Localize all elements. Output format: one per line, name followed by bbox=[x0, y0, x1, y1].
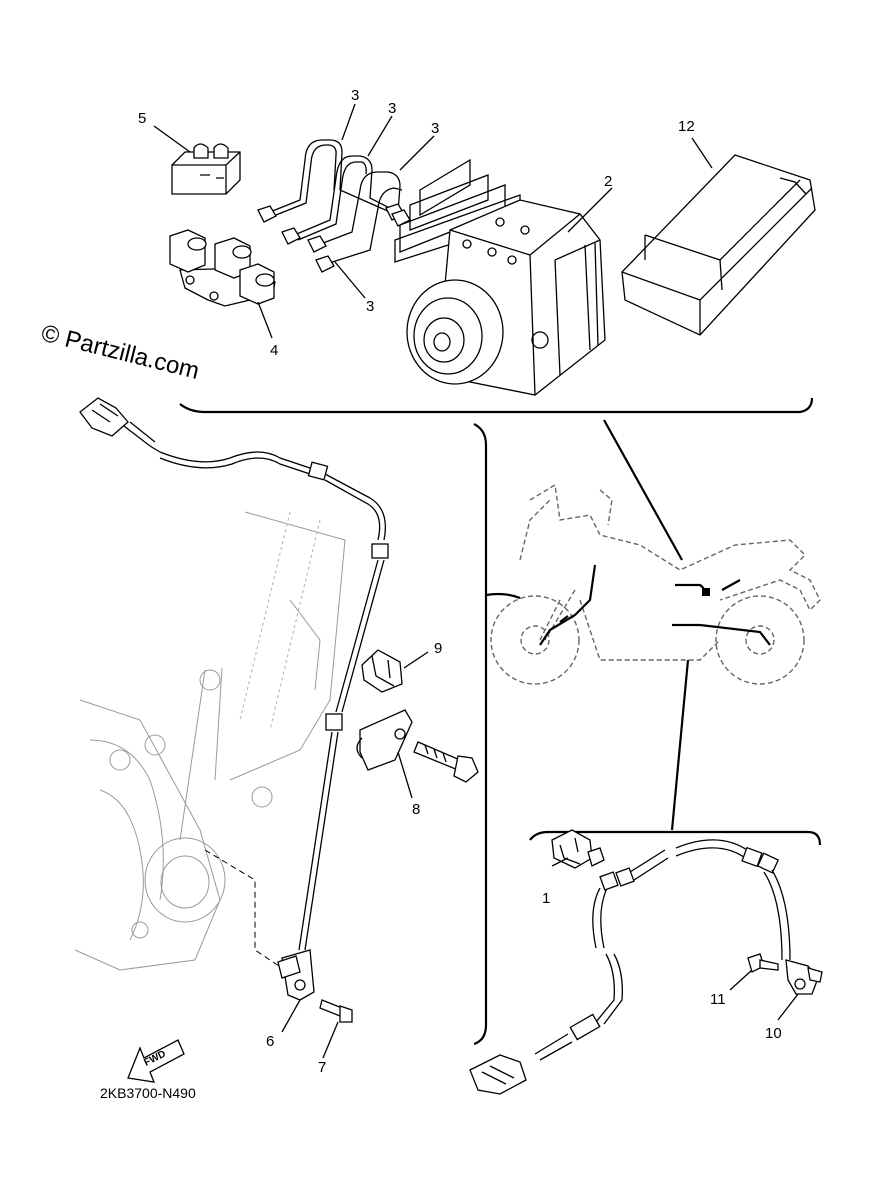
rear-detail-frame bbox=[529, 830, 822, 846]
part-10-rear-wheel-sensor[interactable] bbox=[785, 959, 823, 995]
part-1-harness-clamp[interactable] bbox=[551, 829, 605, 869]
center-divider bbox=[473, 423, 488, 1046]
partzilla-watermark: © Partzilla.com bbox=[39, 320, 202, 385]
part-6-front-wheel-sensor[interactable] bbox=[277, 949, 315, 1001]
callout-1: 1 bbox=[542, 890, 550, 907]
motorcycle-reference-silhouette bbox=[490, 483, 821, 685]
front-fork-ghost-outline bbox=[74, 511, 346, 971]
callout-9: 9 bbox=[434, 640, 442, 657]
leader-to-top bbox=[603, 419, 683, 561]
part-3-brake-pipes[interactable] bbox=[257, 139, 411, 273]
part-8-sensor-bracket[interactable] bbox=[356, 709, 413, 771]
callout-12: 12 bbox=[678, 118, 695, 135]
callout-2: 2 bbox=[604, 173, 612, 190]
part-4-pipe-joints[interactable] bbox=[169, 229, 276, 307]
callout-7: 7 bbox=[318, 1059, 326, 1076]
part-7-sensor-bolt[interactable] bbox=[319, 999, 353, 1023]
callout-5: 5 bbox=[138, 110, 146, 127]
top-section-frame bbox=[179, 397, 814, 414]
part-9-cable-clamp[interactable] bbox=[361, 649, 403, 693]
callout-3-c: 3 bbox=[431, 120, 439, 137]
callout-3-d: 3 bbox=[366, 298, 374, 315]
diagram-code: 2KB3700-N490 bbox=[100, 1085, 196, 1101]
leader-to-front bbox=[485, 592, 521, 600]
rear-wheel-sensor-harness[interactable] bbox=[469, 839, 791, 1095]
leader-to-rear-detail bbox=[670, 659, 690, 831]
callout-leader-lines bbox=[153, 103, 799, 1059]
fwd-direction-arrow: FWD bbox=[127, 1039, 185, 1083]
front-wheel-sensor-harness[interactable] bbox=[79, 397, 389, 951]
motorcycle-abs-highlights bbox=[539, 564, 771, 646]
callout-4: 4 bbox=[270, 342, 278, 359]
callout-3-a: 3 bbox=[351, 87, 359, 104]
part-5-connector-block[interactable] bbox=[171, 143, 241, 195]
callout-3-b: 3 bbox=[388, 100, 396, 117]
part-11-sensor-bolt[interactable] bbox=[747, 953, 779, 973]
callout-8: 8 bbox=[412, 801, 420, 818]
callout-11: 11 bbox=[710, 991, 726, 1008]
callout-10: 10 bbox=[765, 1025, 782, 1042]
part-2-hydraulic-unit[interactable] bbox=[406, 199, 606, 396]
bracket-bolt[interactable] bbox=[413, 741, 479, 783]
callout-6: 6 bbox=[266, 1033, 274, 1050]
part-12-control-unit[interactable] bbox=[621, 154, 816, 336]
